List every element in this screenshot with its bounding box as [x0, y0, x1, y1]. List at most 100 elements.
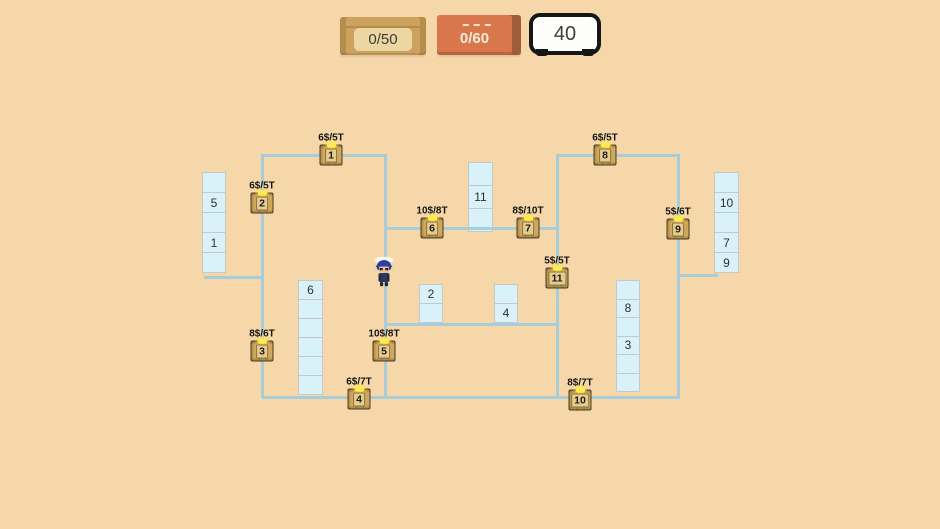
station-price-label: 8$/6T — [249, 328, 275, 340]
station-price-label: 10$/8T — [368, 328, 400, 340]
crate-glow-light — [673, 216, 683, 222]
shelf-cell-10[interactable]: 10 — [714, 192, 739, 213]
shelf-cell-9[interactable]: 9 — [714, 252, 739, 273]
crate-glow-light — [552, 265, 562, 271]
station-number: 10 — [570, 393, 590, 408]
shelf-cell-6[interactable]: 6 — [298, 280, 323, 300]
station-number: 7 — [521, 221, 535, 236]
shelf-stack-center-b: 4 — [494, 284, 518, 323]
crate-station[interactable]: 2 — [250, 190, 274, 214]
station-price-label: 6$/5T — [318, 132, 344, 144]
track-path — [557, 154, 680, 157]
crate-glow-light — [523, 215, 533, 221]
station-5: 10$/8T 5 — [368, 329, 400, 362]
track-path — [386, 323, 559, 326]
timer-display: 40 — [529, 13, 601, 56]
crate-station[interactable]: 3 — [250, 338, 274, 362]
shelf-cell-empty[interactable] — [616, 317, 640, 337]
crate-station[interactable]: 8 — [593, 142, 617, 166]
station-8: 6$/5T 8 — [592, 133, 618, 166]
track-path — [204, 276, 264, 279]
shelf-cell-5[interactable]: 5 — [202, 192, 226, 213]
crate-station[interactable]: 9 — [666, 216, 690, 240]
crate-station[interactable]: 6 — [420, 215, 444, 239]
timer-value: 40 — [553, 22, 577, 45]
shelf-cell-1[interactable]: 1 — [202, 232, 226, 253]
shelf-cell-7[interactable]: 7 — [714, 232, 739, 253]
station-price-label: 6$/7T — [346, 376, 372, 388]
station-number: 1 — [324, 148, 338, 163]
shelf-stack-center-a: 2 — [419, 284, 443, 323]
crate-station[interactable]: 1 — [319, 142, 343, 166]
shelf-cell-empty[interactable] — [616, 280, 640, 300]
shelf-cell-empty[interactable] — [298, 356, 323, 376]
shelf-cell-empty[interactable] — [298, 375, 323, 395]
shelf-cell-4[interactable]: 4 — [494, 303, 518, 323]
station-number: 11 — [547, 271, 567, 286]
shelf-cell-empty[interactable] — [714, 212, 739, 233]
shelf-cell-empty[interactable] — [202, 252, 226, 273]
timer-foot-right — [582, 49, 594, 56]
shelf-cell-empty[interactable] — [419, 303, 443, 323]
crate-glow-light — [257, 190, 267, 196]
station-4: 6$/7T 4 — [346, 377, 372, 410]
hud: 0/50 0/60 40 — [0, 0, 940, 60]
station-number: 6 — [425, 221, 439, 236]
station-number: 5 — [377, 344, 391, 359]
crate-counter-box: 0/50 — [340, 17, 426, 55]
station-3: 8$/6T 3 — [249, 329, 275, 362]
shelf-cell-empty[interactable] — [298, 299, 323, 319]
crate-glow-light — [326, 142, 336, 148]
station-number: 9 — [671, 222, 685, 237]
shelf-cell-2[interactable]: 2 — [419, 284, 443, 304]
crate-station[interactable]: 10 — [568, 387, 592, 411]
track-path — [386, 227, 559, 230]
station-price-label: 10$/8T — [416, 205, 448, 217]
shelf-cell-empty[interactable] — [468, 162, 493, 186]
shelf-cell-3[interactable]: 3 — [616, 335, 640, 355]
station-10: 8$/7T 10 — [567, 378, 593, 411]
crate-station[interactable]: 5 — [372, 338, 396, 362]
shelf-cell-empty[interactable] — [298, 318, 323, 338]
shelf-cell-empty[interactable] — [616, 372, 640, 392]
shelf-stack-mid-left: 6 — [298, 280, 323, 395]
crate-glow-light — [427, 215, 437, 221]
shelf-cell-empty[interactable] — [202, 212, 226, 233]
crate-counter-value: 0/50 — [354, 28, 412, 51]
crate-glow-light — [379, 338, 389, 344]
station-number: 3 — [255, 344, 269, 359]
shelf-cell-empty[interactable] — [494, 284, 518, 304]
shelf-cell-empty[interactable] — [616, 354, 640, 374]
station-number: 4 — [352, 392, 366, 407]
station-number: 8 — [598, 148, 612, 163]
crate-station[interactable]: 11 — [545, 265, 569, 289]
shelf-cell-11[interactable]: 11 — [468, 185, 493, 209]
shelf-cell-8[interactable]: 8 — [616, 298, 640, 318]
station-price-label: 6$/5T — [592, 132, 618, 144]
crate-station[interactable]: 7 — [516, 215, 540, 239]
shelf-cell-empty[interactable] — [298, 337, 323, 357]
crate-glow-light — [600, 142, 610, 148]
player-sprite — [374, 256, 394, 287]
crate-glow-light — [354, 386, 364, 392]
shelf-cell-empty[interactable] — [202, 172, 226, 193]
station-price-label: 5$/5T — [544, 255, 570, 267]
station-number: 2 — [255, 196, 269, 211]
station-price-label: 8$/7T — [567, 377, 593, 389]
player-character[interactable] — [373, 256, 395, 293]
station-price-label: 8$/10T — [512, 205, 544, 217]
station-1: 6$/5T 1 — [318, 133, 344, 166]
station-7: 8$/10T 7 — [512, 206, 544, 239]
track-path — [678, 274, 718, 277]
order-counter-box: 0/60 — [437, 15, 521, 55]
station-11: 5$/5T 11 — [544, 256, 570, 289]
shelf-cell-empty[interactable] — [714, 172, 739, 193]
track-path — [262, 396, 680, 399]
crate-station[interactable]: 4 — [347, 386, 371, 410]
timer-foot-left — [536, 49, 548, 56]
